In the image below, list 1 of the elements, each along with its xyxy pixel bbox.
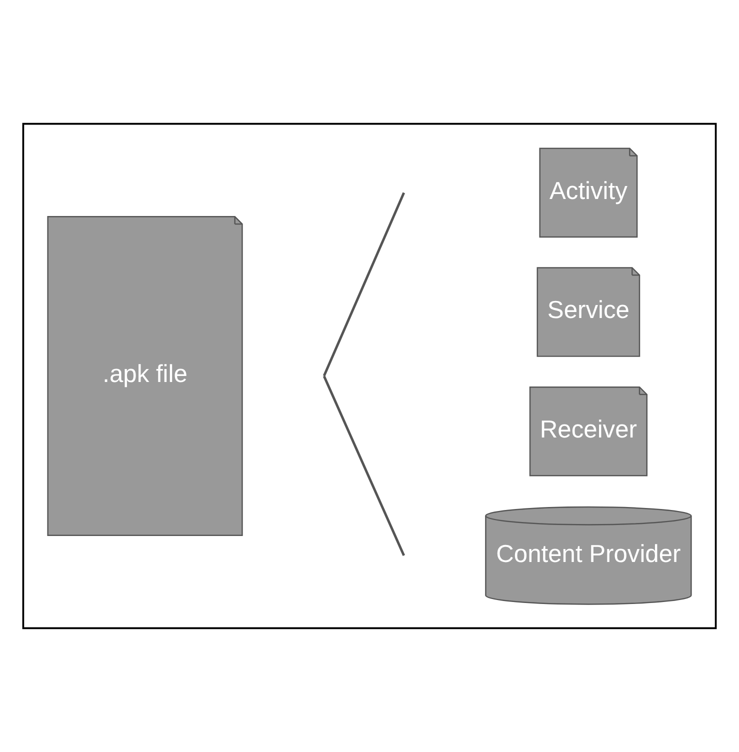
cluster	[22, 122, 717, 630]
